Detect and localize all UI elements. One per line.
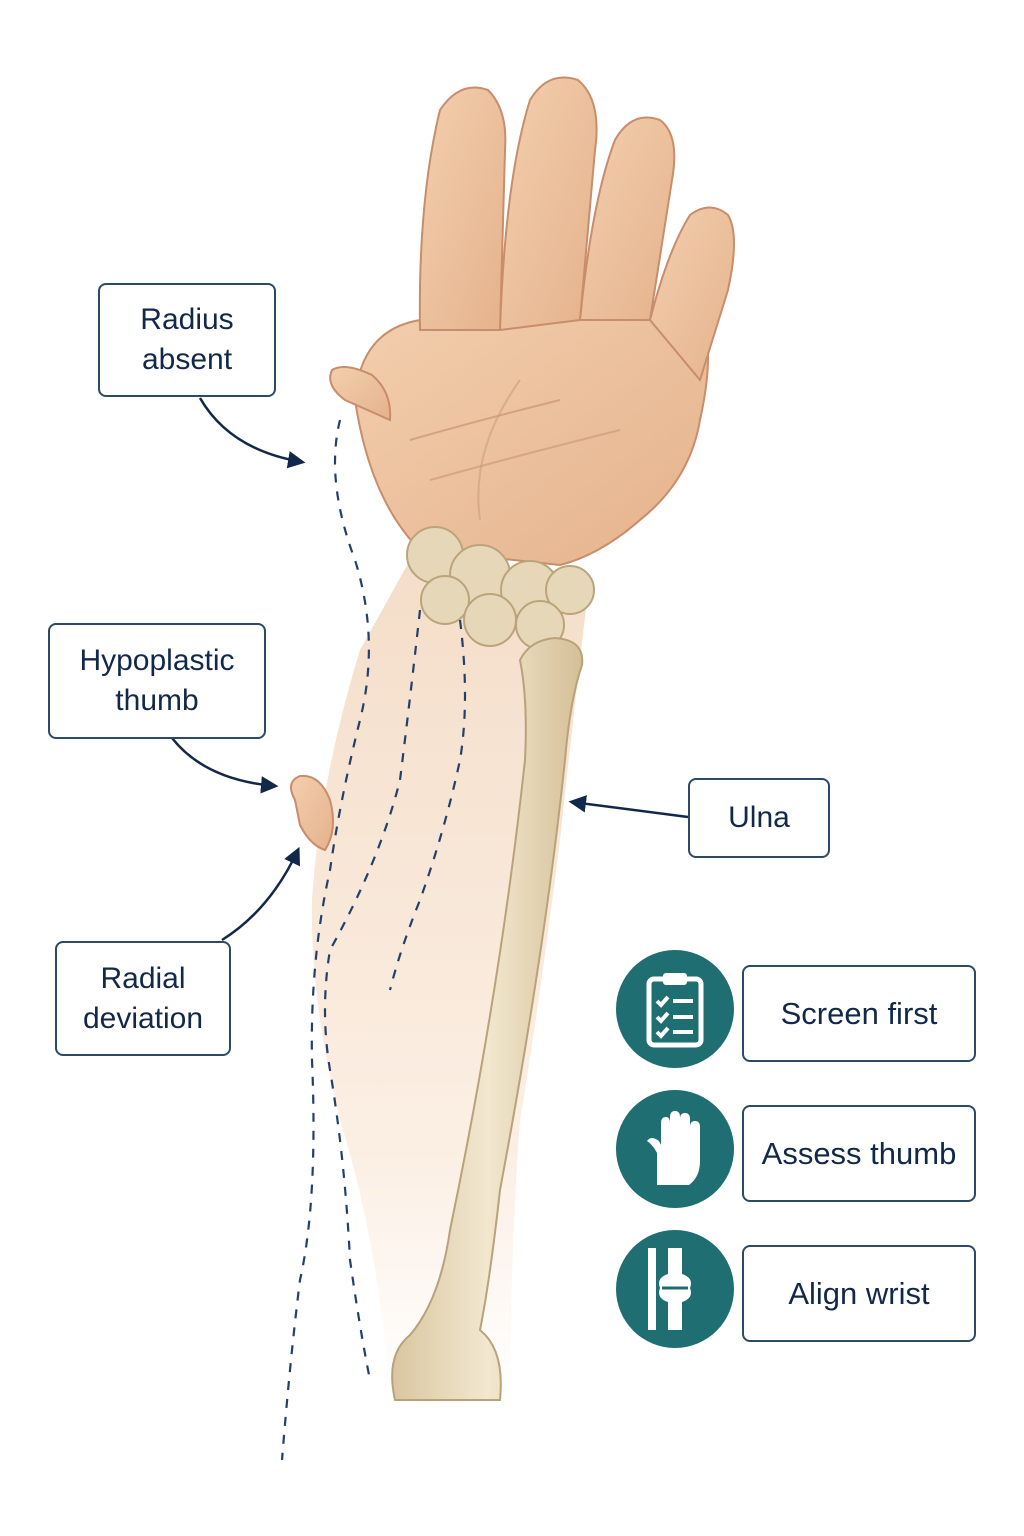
hand-icon bbox=[616, 1090, 734, 1208]
lower-thumb-bud bbox=[290, 774, 335, 852]
ring-finger bbox=[578, 116, 676, 321]
index-finger bbox=[418, 86, 507, 331]
radial-deviation-arrow bbox=[221, 846, 301, 942]
absent-radius-outline-right bbox=[388, 619, 467, 991]
absent-radius-outline bbox=[280, 419, 370, 1461]
middle-finger bbox=[498, 76, 598, 332]
step-screen-first: Screen first bbox=[742, 965, 976, 1062]
upper-thumb-bud bbox=[329, 365, 392, 422]
step-assess-thumb: Assess thumb bbox=[742, 1105, 976, 1202]
radius-absent-arrow bbox=[198, 397, 306, 469]
step-align-wrist: Align wrist bbox=[742, 1245, 976, 1342]
joint-bone-icon bbox=[616, 1230, 734, 1348]
palm bbox=[353, 298, 709, 567]
clipboard-checklist-icon bbox=[616, 950, 734, 1068]
hypoplastic-thumb-arrow bbox=[171, 737, 279, 794]
little-finger bbox=[648, 206, 735, 383]
carpal-bones bbox=[406, 526, 595, 650]
radius-absent-label: Radius absent bbox=[98, 283, 276, 397]
radial-deviation-label: Radial deviation bbox=[55, 941, 231, 1056]
ulna-label: Ulna bbox=[688, 778, 830, 858]
forearm-soft-tissue bbox=[311, 560, 590, 1400]
absent-radius-outline-inner bbox=[323, 609, 422, 1381]
ulna-arrow bbox=[568, 795, 689, 819]
hypoplastic-thumb-label: Hypoplastic thumb bbox=[48, 623, 266, 739]
ulna-bone bbox=[391, 636, 584, 1401]
